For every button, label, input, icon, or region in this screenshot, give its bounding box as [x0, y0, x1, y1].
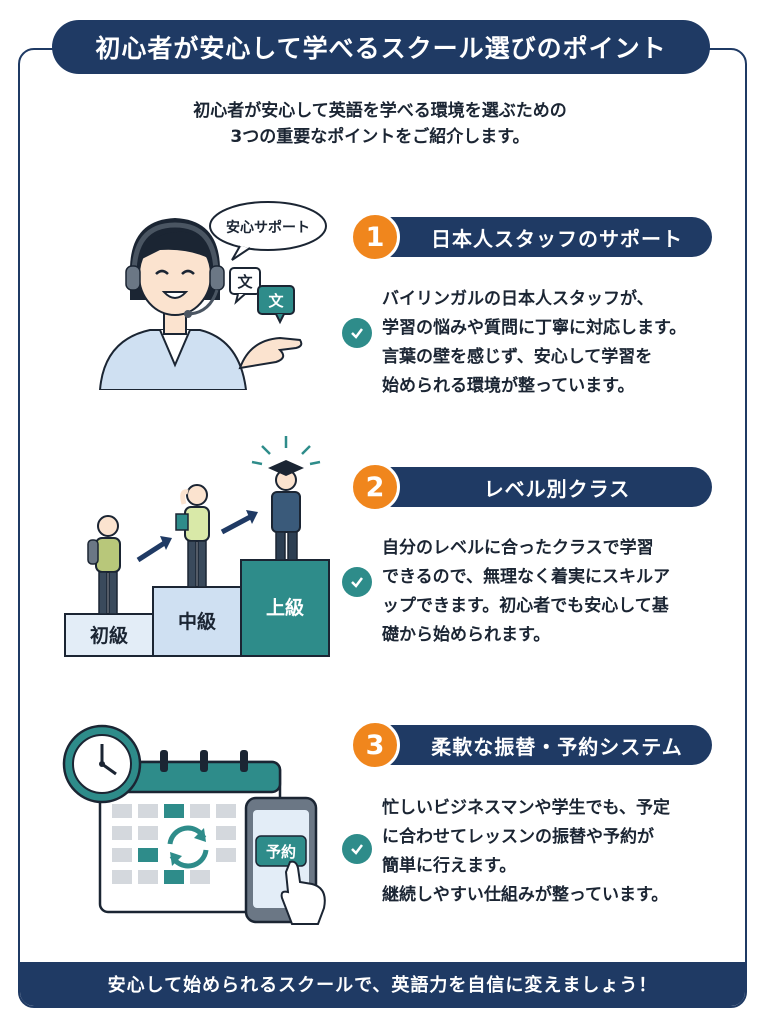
point-1-text-line: 学習の悩みや質問に丁寧に対応します。 [382, 318, 687, 338]
point-3-text-line: 忙しいビジネスマンや学生でも、予定 [382, 798, 670, 818]
point-2-text-line: ップできます。初心者でも安心して基 [382, 596, 669, 616]
step-intermediate-label: 中級 [178, 610, 216, 633]
translate-char-2: 文 [268, 292, 284, 310]
calendar-clock-phone-illustration: 予約 [62, 724, 326, 925]
point-3-text-line: 継続しやすい仕組みが整っています。 [382, 885, 669, 905]
point-2-text-line: 礎から始められます。 [382, 625, 551, 645]
point-3-heading: 柔軟な振替・予約システム [372, 725, 712, 765]
staff-support-illustration: 安心サポート 文 文 [98, 201, 327, 390]
point-2-text-line: できるので、無理なく着実にスキルア [382, 567, 670, 587]
translate-char-1: 文 [237, 273, 253, 291]
point-3-text-line: 簡単に行えます。 [382, 856, 517, 876]
point-1-text-line: 言葉の壁を感じず、安心して学習を [382, 347, 653, 367]
point-3-header: 柔軟な振替・予約システム 3 [350, 720, 712, 770]
point-3-number: 3 [350, 720, 400, 770]
point-2-heading: レベル別クラス [372, 467, 712, 507]
footer-banner: 安心して始められるスクールで、英語力を自信に変えましょう！ [20, 962, 745, 1006]
point-1-heading: 日本人スタッフのサポート [372, 217, 712, 257]
check-icon [342, 567, 372, 597]
check-icon [342, 834, 372, 864]
point-1-number: 1 [350, 212, 400, 262]
step-beginner-label: 初級 [90, 624, 128, 647]
point-2-text-line: 自分のレベルに合ったクラスで学習 [382, 538, 654, 558]
speech-bubble-text: 安心サポート [226, 219, 310, 236]
point-1-text-line: 始められる環境が整っています。 [382, 376, 635, 396]
point-2-number: 2 [350, 462, 400, 512]
intro-line-2: 3つの重要なポイントをご紹介します。 [230, 127, 530, 147]
phone-reserve-button: 予約 [266, 843, 296, 861]
intro-line-1: 初心者が安心して英語を学べる環境を選ぶための [193, 101, 567, 121]
point-3-text-line: に合わせてレッスンの振替や予約が [382, 827, 654, 847]
step-advanced-label: 上級 [266, 596, 304, 619]
level-steps-illustration: 初級 中級 上級 [64, 436, 330, 657]
point-1-text-line: バイリンガルの日本人スタッフが、 [382, 289, 654, 309]
check-icon [342, 318, 372, 348]
page-title: 初心者が安心して学べるスクール選びのポイント [52, 20, 710, 74]
point-2-header: レベル別クラス 2 [350, 462, 712, 512]
point-1-header: 日本人スタッフのサポート 1 [350, 212, 712, 262]
